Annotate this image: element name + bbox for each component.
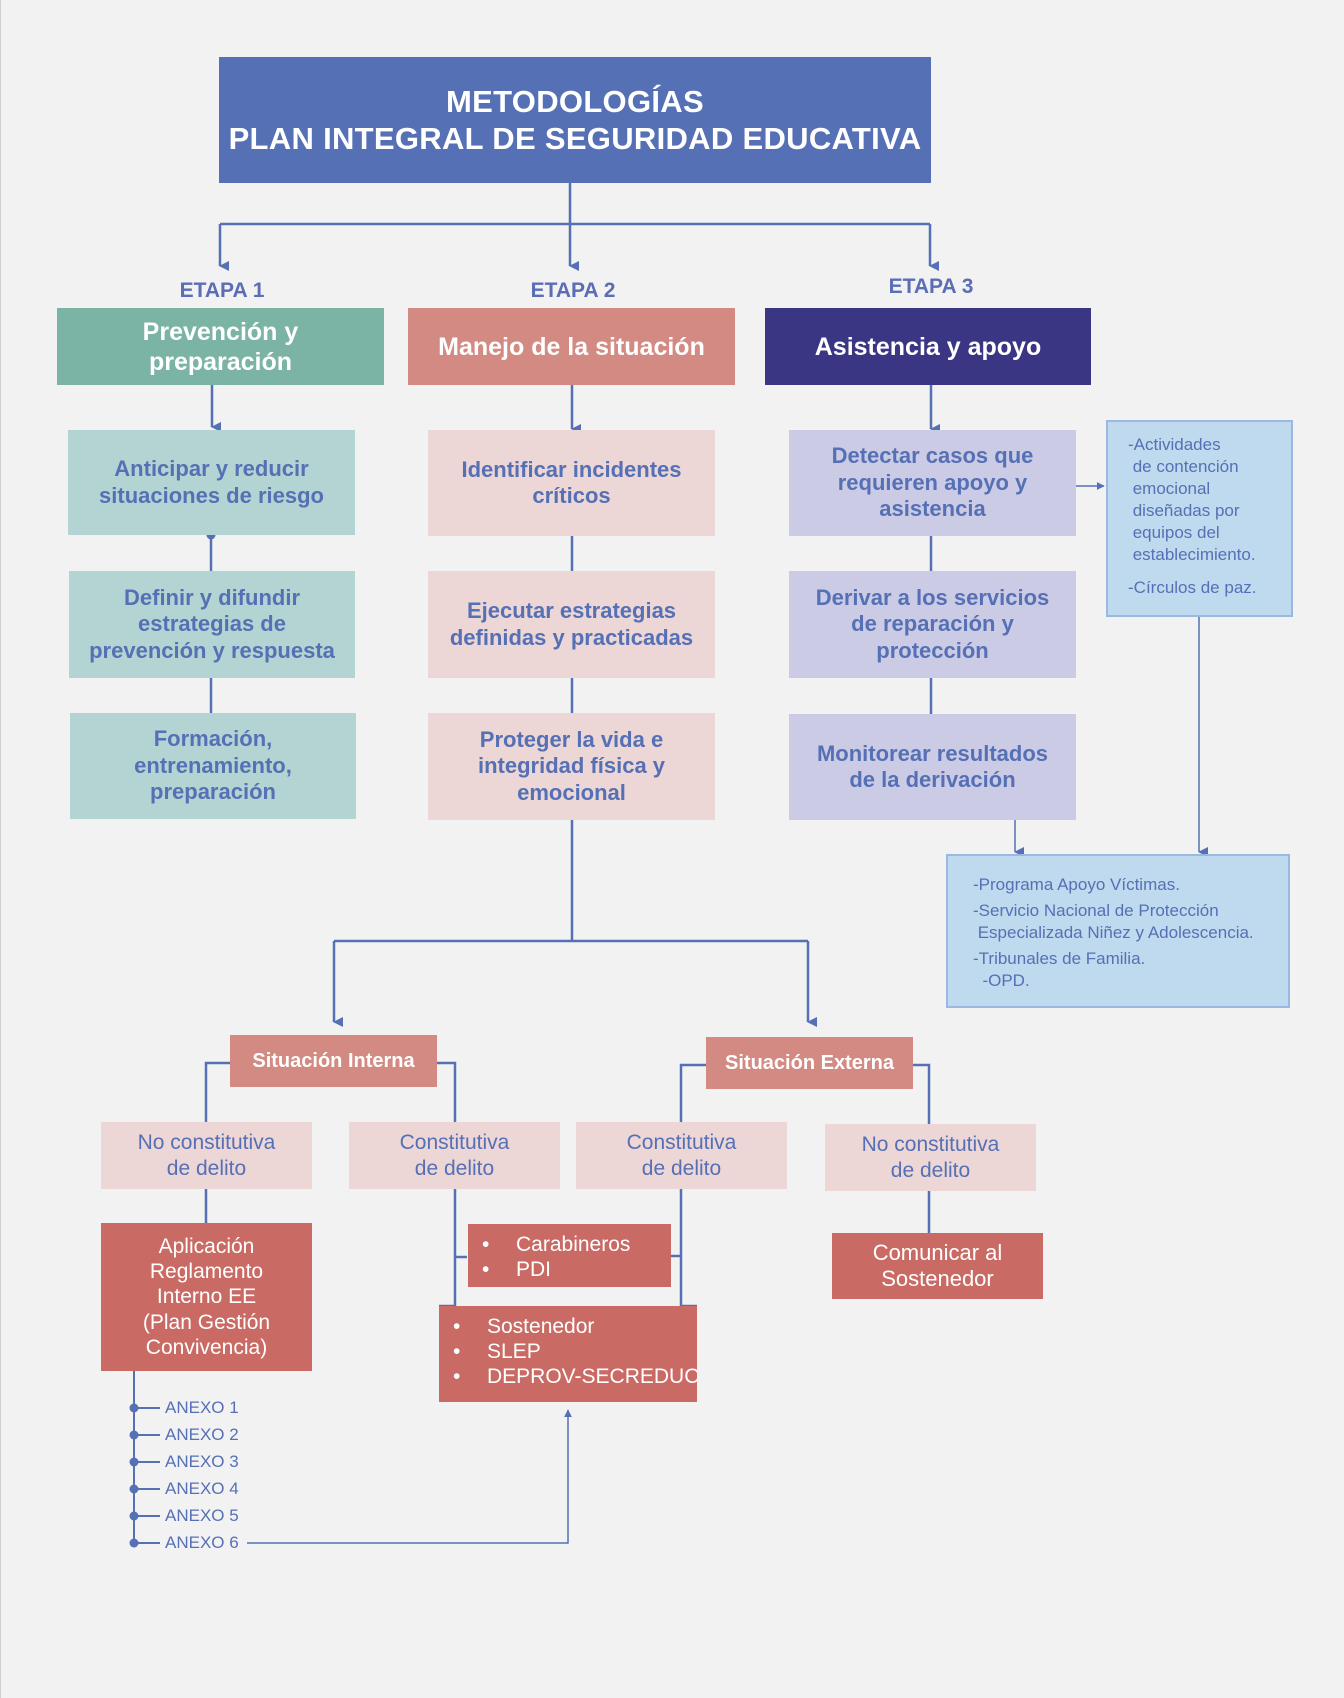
stage-3-heading: Asistencia y apoyo	[765, 308, 1091, 385]
support-activity-item: -Actividades de contención emocional dis…	[1128, 435, 1256, 565]
annex-label: ANEXO 5	[165, 1506, 239, 1525]
page-edge	[0, 0, 1, 1698]
stage-1-heading: Prevención y preparación	[57, 308, 384, 385]
stage-2-heading: Manejo de la situación	[408, 308, 735, 385]
situacion-interna-heading: Situación Interna	[230, 1035, 437, 1087]
stage-1-step-anticipate: Anticipar y reducir situaciones de riesg…	[68, 430, 355, 535]
referral-service-item: -Programa Apoyo Víctimas.	[973, 875, 1180, 894]
stage-2-step-execute: Ejecutar estrategias definidas y practic…	[428, 571, 715, 678]
stage-1-step-define: Definir y difundir estrategias de preven…	[69, 571, 355, 678]
authority-item: SLEP	[439, 1339, 697, 1364]
link-external-authorities	[671, 1189, 697, 1308]
link-internal-authorities	[439, 1189, 467, 1308]
authorities-list: Sostenedor SLEP DEPROV-SECREDUC	[439, 1306, 699, 1402]
support-activities-box: -Actividades de contención emocional dis…	[1106, 420, 1293, 617]
police-list: Carabineros PDI	[468, 1224, 671, 1287]
referral-service-item: -Servicio Nacional de Protección Especia…	[973, 901, 1254, 943]
stage-2-step-protect: Proteger la vida e integridad física y e…	[428, 713, 715, 820]
annex-label: ANEXO 1	[165, 1398, 239, 1417]
internal-branches	[204, 1061, 457, 1122]
authority-item: DEPROV-SECREDUC	[439, 1364, 699, 1389]
etapa-1-label: ETAPA 1	[179, 279, 265, 302]
police-item: Carabineros	[468, 1232, 671, 1257]
main-title: METODOLOGÍAS PLAN INTEGRAL DE SEGURIDAD …	[219, 57, 931, 183]
stage-3-step-refer: Derivar a los servicios de reparación y …	[789, 571, 1076, 678]
external-no-crime: No constitutiva de delito	[825, 1124, 1036, 1191]
arrow-annex-to-authorities	[247, 1409, 572, 1544]
stage-3-step-monitor: Monitorear resultados de la derivación	[789, 714, 1076, 820]
stage-1-step-training: Formación, entrenamiento, preparación	[70, 713, 356, 819]
branch-situations	[334, 820, 808, 943]
police-item: PDI	[468, 1257, 671, 1282]
annex-label: ANEXO 6	[165, 1533, 239, 1552]
etapa-3-label: ETAPA 3	[888, 275, 974, 298]
stage-3-step-detect: Detectar casos que requieren apoyo y asi…	[789, 430, 1076, 536]
external-branches	[679, 1063, 931, 1124]
support-activity-item: -Círculos de paz.	[1128, 577, 1257, 597]
communicate-sostenedor-box: Comunicar al Sostenedor	[832, 1233, 1043, 1299]
stage-2-step-identify: Identificar incidentes críticos	[428, 430, 715, 536]
referral-services-box: -Programa Apoyo Víctimas. -Servicio Naci…	[946, 854, 1290, 1008]
authority-item: Sostenedor	[439, 1314, 697, 1339]
internal-regulation-box: Aplicación Reglamento Interno EE (Plan G…	[101, 1223, 312, 1371]
referral-service-item: -Tribunales de Familia.	[973, 949, 1146, 969]
situacion-externa-heading: Situación Externa	[706, 1037, 913, 1089]
annex-label: ANEXO 3	[165, 1452, 239, 1471]
etapa-2-label: ETAPA 2	[530, 279, 616, 302]
annex-label: ANEXO 4	[165, 1479, 239, 1498]
internal-crime: Constitutiva de delito	[349, 1122, 560, 1189]
external-crime: Constitutiva de delito	[576, 1122, 787, 1189]
internal-no-crime: No constitutiva de delito	[101, 1122, 312, 1189]
referral-service-item: -OPD.	[973, 971, 1030, 991]
annex-label: ANEXO 2	[165, 1425, 239, 1444]
